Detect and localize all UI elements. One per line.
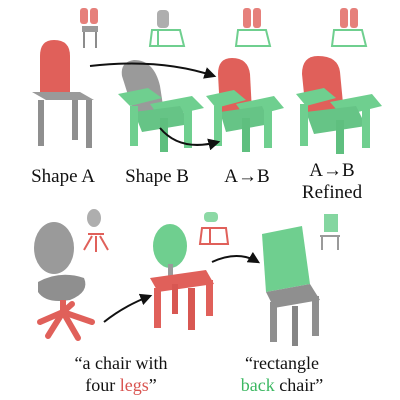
label-shape-a: Shape A <box>31 166 95 187</box>
rectangle-back-chair-leg <box>292 306 298 346</box>
office-chair-base <box>37 301 95 341</box>
rectangle-back-chair-back <box>262 226 310 292</box>
shape-a-leg <box>72 100 78 140</box>
shape-a-back <box>40 40 70 92</box>
caption-four-legs-line1: “a chair with <box>74 353 168 373</box>
label-a-to-b-refined-bottom: Refined <box>301 182 363 203</box>
office-chair <box>34 209 109 341</box>
office-chair-seat <box>38 274 86 301</box>
shape-b-arm-left <box>118 88 162 106</box>
a-to-b-chair <box>206 8 284 152</box>
a-to-b-leg <box>264 110 272 148</box>
four-legs-chair <box>150 212 230 330</box>
caption-highlight-legs: legs <box>119 375 149 395</box>
caption-rectangle-suffix: chair” <box>274 375 324 395</box>
rectangle-back-chair-leg <box>270 302 277 342</box>
a-to-b-refined-leg <box>300 104 308 146</box>
shape-b-leg <box>130 106 138 146</box>
shape-b-leg <box>184 110 192 148</box>
a-to-b-refined-leg <box>362 108 370 148</box>
four-legs-chair-seat <box>150 270 214 292</box>
a-to-b-refined-chair <box>296 8 382 154</box>
a-to-b-refined-leg <box>336 120 344 154</box>
a-to-b-leg <box>242 118 250 152</box>
shape-a-seat <box>32 92 94 100</box>
arrow-a-to-result <box>89 62 217 79</box>
rectangle-back-thumbnail <box>320 214 340 250</box>
shape-b-leg <box>160 118 168 152</box>
caption-rectangle-line2: back chair” <box>222 374 342 396</box>
label-a-to-b-refined-top: A→B <box>309 160 355 181</box>
shape-a-thumbnail <box>80 8 98 48</box>
four-legs-chair-leg <box>188 288 195 330</box>
caption-four-legs-line2: four legs” <box>62 374 180 396</box>
shape-a-chair <box>32 8 98 148</box>
arrow-office-to-four-legs <box>103 293 153 323</box>
shape-a-leg <box>86 100 92 148</box>
four-legs-chair-leg <box>172 284 178 314</box>
office-chair-thumbnail <box>83 209 109 252</box>
rectangle-back-chair-leg <box>312 296 319 336</box>
caption-highlight-back: back <box>240 375 275 395</box>
four-legs-chair-leg <box>206 280 213 316</box>
caption-four-legs: “a chair with four legs” <box>62 352 180 396</box>
arrow-four-legs-to-rectangle <box>211 251 261 264</box>
rectangle-back-chair-seat <box>266 284 320 308</box>
four-legs-chair-leg <box>154 288 161 328</box>
arrow-b-to-result <box>159 127 221 151</box>
four-legs-chair-back <box>153 224 187 268</box>
rectangle-back-chair <box>262 214 340 346</box>
a-to-b-refined-arm-left <box>296 88 336 106</box>
caption-four-legs-prefix: four <box>85 375 120 395</box>
office-chair-back <box>34 222 74 274</box>
a-to-b-refined-thumbnail <box>330 8 368 47</box>
shape-a-leg <box>38 100 44 146</box>
caption-rectangle-line1: “rectangle <box>245 353 319 373</box>
shape-b-thumbnail <box>148 10 186 47</box>
caption-rectangle-back: “rectangle back chair” <box>222 352 342 396</box>
shape-b-chair <box>118 10 204 152</box>
a-to-b-arm-left <box>206 90 246 108</box>
a-to-b-leg <box>214 106 222 146</box>
label-shape-b: Shape B <box>125 166 189 187</box>
caption-four-legs-close: ” <box>148 375 157 395</box>
label-a-to-b: A→B <box>224 166 270 187</box>
a-to-b-thumbnail <box>234 8 272 47</box>
four-legs-thumbnail <box>198 212 230 245</box>
